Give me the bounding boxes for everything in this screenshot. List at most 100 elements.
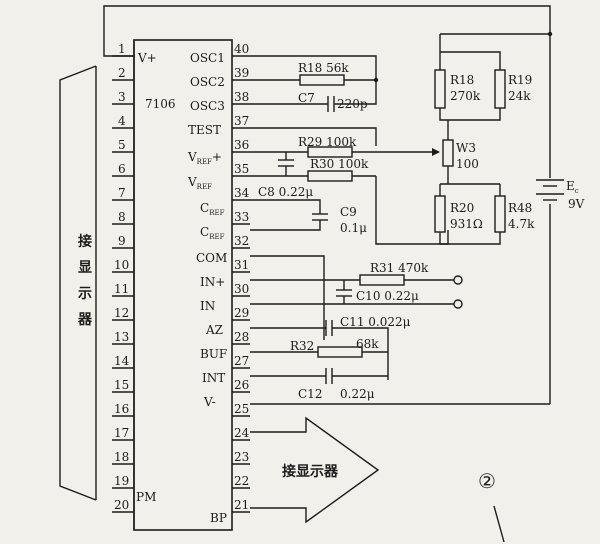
c7-label: C7 xyxy=(298,91,315,105)
figure-number: ② xyxy=(478,469,496,493)
pin-label-cref1: CREF xyxy=(200,201,225,217)
w3-value: 100 xyxy=(456,157,479,171)
right-pin-number: 23 xyxy=(234,450,249,464)
right-pin-number: 21 xyxy=(234,498,249,512)
right-pin-number: 28 xyxy=(234,330,249,344)
resistor-r31 xyxy=(359,274,405,286)
resistor-r19 xyxy=(494,69,506,109)
left-pin-number: 20 xyxy=(114,498,129,512)
left-pin-number: 16 xyxy=(114,402,129,416)
pin-label-osc2: OSC2 xyxy=(190,75,225,89)
resistor-r18a xyxy=(299,74,345,86)
left-pin-number: 18 xyxy=(114,450,129,464)
r18-label: R18 xyxy=(450,73,474,87)
right-pin-number: 37 xyxy=(234,114,249,128)
left-pin-number: 5 xyxy=(118,138,126,152)
battery-voltage: 9V xyxy=(568,197,585,211)
right-pin-number: 32 xyxy=(234,234,249,248)
supply-wiring xyxy=(103,5,553,405)
right-pin-number: 33 xyxy=(234,210,249,224)
r20-value: 931Ω xyxy=(450,217,483,231)
pin-label-osc1: OSC1 xyxy=(190,51,225,65)
input-terminal-plus xyxy=(453,275,463,285)
r29-label: R29 100k xyxy=(298,135,357,149)
pin-label-in-minus: IN xyxy=(200,299,215,313)
r31-label: R31 470k xyxy=(370,261,429,275)
right-pin-number: 27 xyxy=(234,354,249,368)
left-pin-number: 6 xyxy=(118,162,126,176)
left-pin-number: 8 xyxy=(118,210,126,224)
left-pin-number: 13 xyxy=(114,330,129,344)
pin-label-vref-minus: VREF xyxy=(187,175,212,191)
right-pin-number: 35 xyxy=(234,162,249,176)
input-terminal-minus xyxy=(453,299,463,309)
c8-label: C8 0.22μ xyxy=(258,185,313,199)
r19-value: 24k xyxy=(508,89,531,103)
input-network: R31 470k C10 0.22μ xyxy=(250,255,463,340)
left-pin-number: 7 xyxy=(118,186,126,200)
right-pin-number: 25 xyxy=(234,402,249,416)
r30-label: R30 100k xyxy=(310,157,369,171)
left-pin-number: 11 xyxy=(114,282,129,296)
right-pin-number: 26 xyxy=(234,378,249,392)
right-pin-number: 29 xyxy=(234,306,249,320)
pin-label-az: AZ xyxy=(205,323,223,337)
left-pin-number: 4 xyxy=(118,114,126,128)
r32-value: 68k xyxy=(356,337,379,351)
resistor-r18 xyxy=(434,69,446,109)
left-arrow-char-3: 示 xyxy=(78,286,92,302)
resistor-r48 xyxy=(494,195,506,233)
battery-label: Ec xyxy=(566,179,579,195)
left-arrow-char-2: 显 xyxy=(78,260,92,276)
c10-label: C10 0.22μ xyxy=(356,289,419,303)
integrator-network: C11 0.022μ R32 68k C12 0.22μ xyxy=(250,315,411,401)
pin-label-in-plus: IN+ xyxy=(200,275,225,289)
resistor-r30 xyxy=(307,170,353,182)
pin-label-osc3: OSC3 xyxy=(190,99,225,113)
c9-value: 0.1μ xyxy=(340,221,367,235)
right-pin-number: 31 xyxy=(234,258,249,272)
w3-label: W3 xyxy=(456,141,476,155)
r48-value: 4.7k xyxy=(508,217,535,231)
pin-label-pm: PM xyxy=(136,490,156,504)
divider-network: R18 270k R19 24k W3 100 R20 931Ω R48 4.7… xyxy=(434,34,535,245)
r32-label: R32 xyxy=(290,339,314,353)
c11-label: C11 0.022μ xyxy=(340,315,411,329)
left-pin-number: 2 xyxy=(118,66,126,80)
oscillator-network: R18 56k C7 220p xyxy=(250,55,379,112)
left-pin-number: 17 xyxy=(114,426,129,440)
c12-label: C12 xyxy=(298,387,322,401)
left-pin-number: 14 xyxy=(114,354,130,368)
bottom-arrow-label: 接显示器 xyxy=(282,463,339,480)
left-pin-number: 9 xyxy=(118,234,126,248)
c7-value: 220p xyxy=(337,97,368,111)
bottom-display-arrow: 接显示器 xyxy=(250,416,380,524)
right-pin-number: 30 xyxy=(234,282,249,296)
pin-label-vplus: V+ xyxy=(137,51,157,65)
pin-label-vminus: V- xyxy=(203,395,216,409)
left-display-arrow: 接 显 示 器 xyxy=(59,65,97,501)
left-pin-number: 10 xyxy=(114,258,129,272)
pin-label-vref-plus: VREF+ xyxy=(187,150,222,166)
r48-label: R48 xyxy=(508,201,532,215)
r18a-label: R18 56k xyxy=(298,61,349,75)
battery-ec: Ec 9V xyxy=(536,179,585,211)
pin-label-int: INT xyxy=(202,371,225,385)
left-pin-number: 15 xyxy=(114,378,129,392)
right-pin-number: 38 xyxy=(234,90,249,104)
left-pin-number: 12 xyxy=(114,306,129,320)
ic-pin-labels: V+ OSC1 OSC2 OSC3 TEST VREF+ VREF CREF C… xyxy=(136,51,227,525)
left-arrow-char-1: 接 xyxy=(78,233,92,250)
right-pin-number: 22 xyxy=(234,474,249,488)
potentiometer-w3 xyxy=(442,139,454,167)
right-pin-number: 24 xyxy=(234,426,250,440)
c9-label: C9 xyxy=(340,205,357,219)
ic-name: 7106 xyxy=(145,97,176,111)
c12-value: 0.22μ xyxy=(340,387,375,401)
pin-label-bp: BP xyxy=(210,511,227,525)
right-pin-number: 40 xyxy=(234,42,249,56)
left-arrow-char-4: 器 xyxy=(77,312,93,328)
left-pin-number: 3 xyxy=(118,90,126,104)
